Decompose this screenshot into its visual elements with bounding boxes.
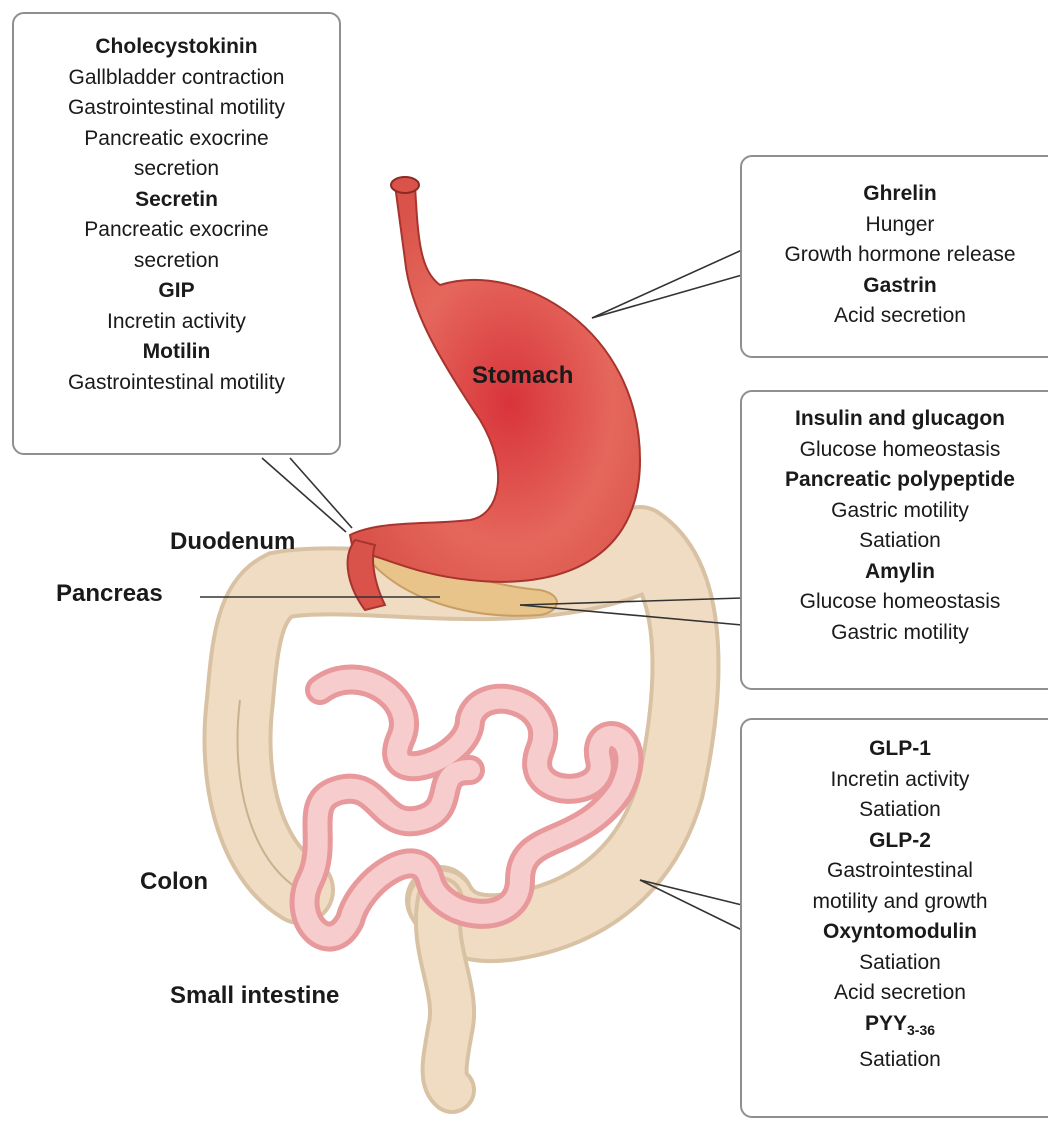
hormone-effect: Satiation [742,1045,1048,1076]
hormone-subscript: 3-36 [907,1022,935,1038]
hormone-effect: Incretin activity [14,307,339,338]
hormone-effect: Glucose homeostasis [742,587,1048,618]
hormone-effect: Gastric motility [742,496,1048,527]
hormone-effect: Pancreatic exocrine [14,215,339,246]
stomach-illustration [348,177,640,610]
small-intestine-label: Small intestine [170,982,339,1010]
duodenum-label: Duodenum [170,528,295,556]
hormone-name: Secretin [14,185,339,216]
hormone-name: Gastrin [742,271,1048,302]
hormone-name: Oxyntomodulin [742,917,1048,948]
hormone-effect: Hunger [742,210,1048,241]
pancreas-label: Pancreas [56,580,163,608]
hormone-effect: Gastric motility [742,618,1048,649]
hormone-effect: Gastrointestinal [742,856,1048,887]
hormone-effect: Pancreatic exocrine [14,124,339,155]
hormone-effect: Satiation [742,795,1048,826]
hormone-name: Insulin and glucagon [742,404,1048,435]
hormone-name: Ghrelin [742,179,1048,210]
stomach-label: Stomach [472,362,573,390]
hormone-effect: motility and growth [742,887,1048,918]
hormone-effect: Gastrointestinal motility [14,93,339,124]
hormone-effect: Acid secretion [742,978,1048,1009]
hormone-effect: secretion [14,154,339,185]
hormone-name: GLP-2 [742,826,1048,857]
hormone-name: Pancreatic polypeptide [742,465,1048,496]
hormone-name: GLP-1 [742,734,1048,765]
hormone-effect: Gastrointestinal motility [14,368,339,399]
hormone-effect: Satiation [742,948,1048,979]
hormone-name: Motilin [14,337,339,368]
hormone-effect: Satiation [742,526,1048,557]
colon-label: Colon [140,868,208,896]
hormone-effect: Glucose homeostasis [742,435,1048,466]
hormone-name: PYY3-36 [742,1009,1048,1046]
hormone-effect: Gallbladder contraction [14,63,339,94]
hormone-effect: Growth hormone release [742,240,1048,271]
hormone-name: Amylin [742,557,1048,588]
hormone-effect: Acid secretion [742,301,1048,332]
hormone-name: GIP [14,276,339,307]
hormone-name: Cholecystokinin [14,32,339,63]
hormone-effect: Incretin activity [742,765,1048,796]
hormone-effect: secretion [14,246,339,277]
